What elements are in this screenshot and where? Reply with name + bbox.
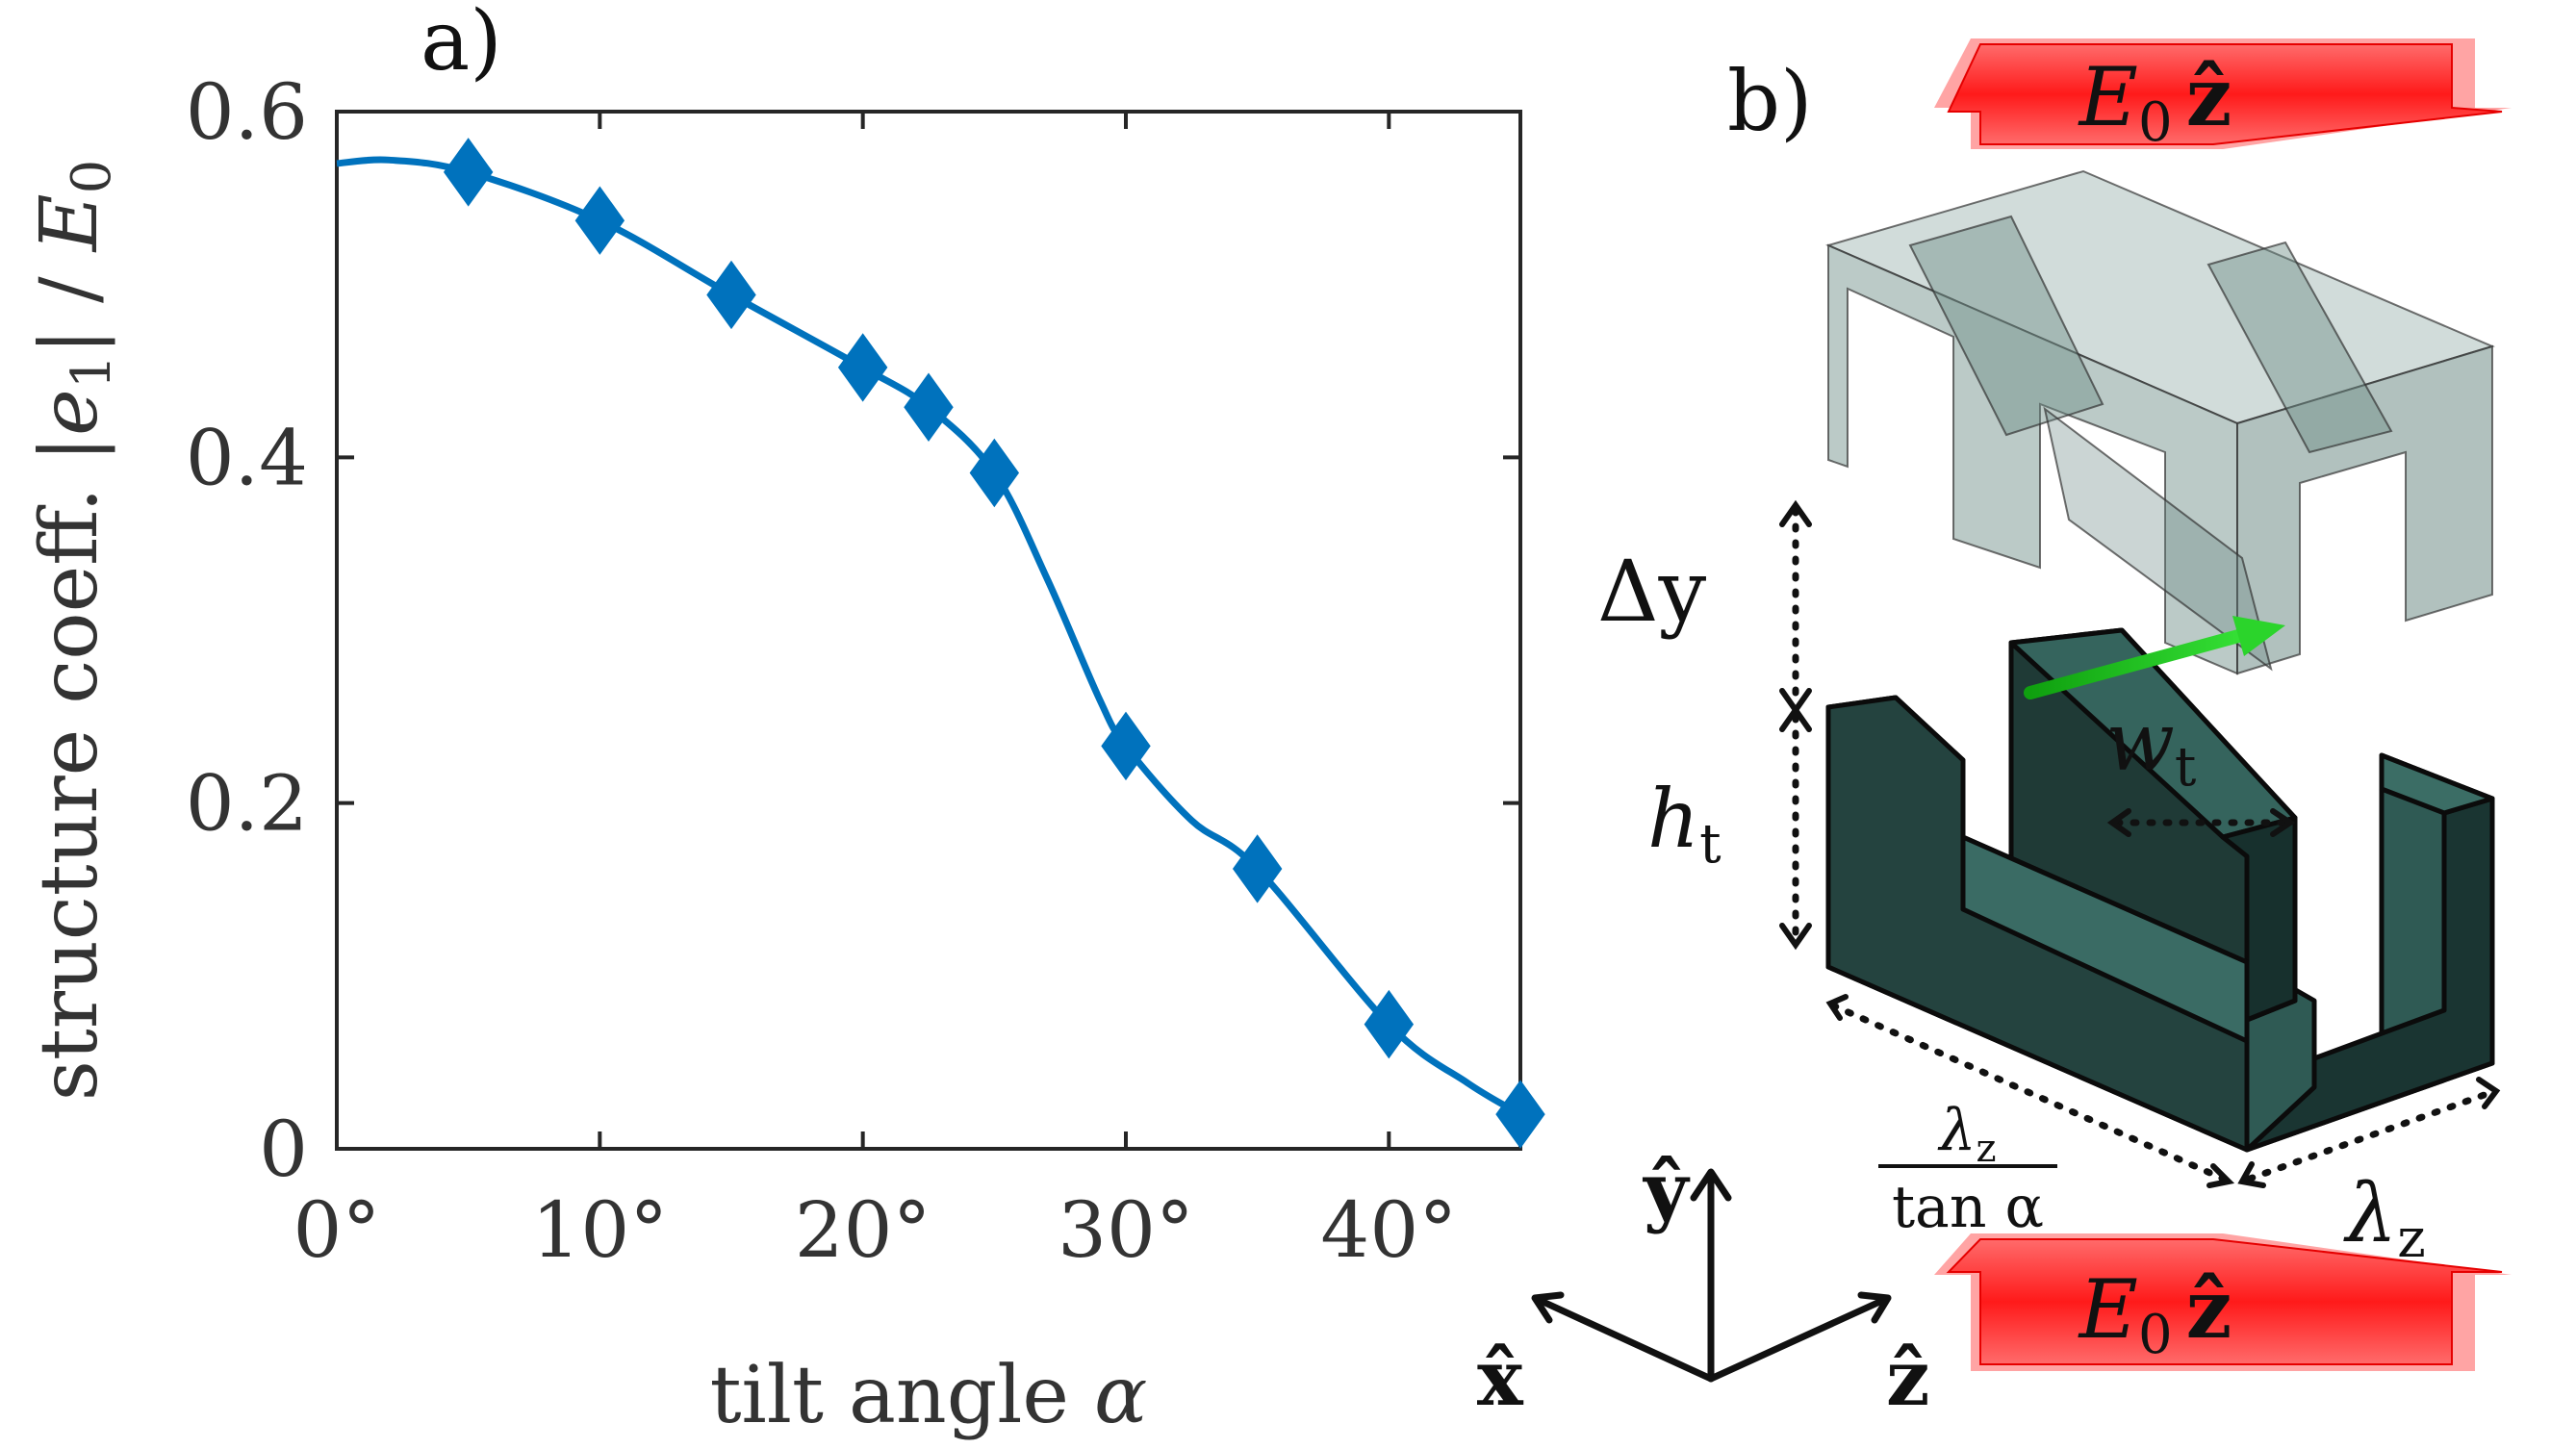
axis-label-z: ẑ — [1886, 1333, 1929, 1423]
panel-a-label: a) — [421, 0, 502, 89]
data-point-marker — [574, 186, 625, 255]
label-h-t: ht — [1647, 772, 1722, 876]
data-point-marker — [1101, 711, 1151, 781]
x-tick-label: 20° — [795, 1185, 931, 1275]
green-beam-arrow — [2024, 616, 2285, 699]
y-tick-label: 0.4 — [186, 413, 308, 502]
dimension-lines — [1792, 506, 2496, 1182]
y-axis-title: structure coeff. |e1| / E0 — [24, 160, 123, 1102]
x-tick-label: 0° — [293, 1185, 381, 1275]
data-point-marker — [969, 438, 1020, 508]
panel-a-chart: a) 0° 10° 20° 30° 40° 0 0.2 0.4 0.6 tilt angle … — [24, 0, 1545, 1441]
label-delta-y: Δy — [1597, 542, 1707, 641]
series-markers — [443, 138, 1545, 1149]
fraction-numerator: λz — [1937, 1097, 1996, 1171]
data-point-marker — [706, 260, 756, 330]
axis-label-y: ŷ — [1642, 1145, 1691, 1235]
plot-area — [335, 110, 1522, 1151]
axis-label-x: x̂ — [1477, 1333, 1524, 1423]
series-line — [336, 156, 1522, 1118]
panel-b-label: b) — [1727, 54, 1813, 150]
lower-structure — [1825, 627, 2495, 1153]
coordinate-axes — [1531, 1168, 1892, 1383]
data-point-marker — [443, 138, 494, 207]
y-tick-label: 0.2 — [186, 759, 308, 849]
data-point-marker — [837, 333, 888, 402]
data-point-marker — [1495, 1080, 1545, 1149]
x-tick-label: 40° — [1320, 1185, 1457, 1275]
data-point-marker — [1364, 989, 1415, 1059]
label-lambda-over-tan: λz tan α — [1878, 1097, 2057, 1241]
x-axis-title: tilt angle α — [710, 1350, 1148, 1441]
data-point-marker — [1232, 834, 1283, 903]
y-tick-label: 0 — [259, 1105, 308, 1194]
x-tick-labels: 0° 10° 20° 30° 40° — [293, 1185, 1458, 1275]
fraction-denominator: tan α — [1892, 1174, 2044, 1241]
y-tick-labels: 0 0.2 0.4 0.6 — [186, 67, 308, 1194]
y-tick-label: 0.6 — [186, 67, 308, 157]
x-tick-label: 10° — [531, 1185, 668, 1275]
axis-ticks — [335, 110, 1520, 1151]
data-point-marker — [904, 372, 954, 442]
upper-structure-ghost — [1825, 169, 2495, 675]
label-w-t: wt — [2105, 695, 2197, 799]
label-lambda-z: λz — [2343, 1166, 2426, 1270]
x-tick-label: 30° — [1058, 1185, 1194, 1275]
dimension-arrowheads — [1779, 499, 2501, 1188]
